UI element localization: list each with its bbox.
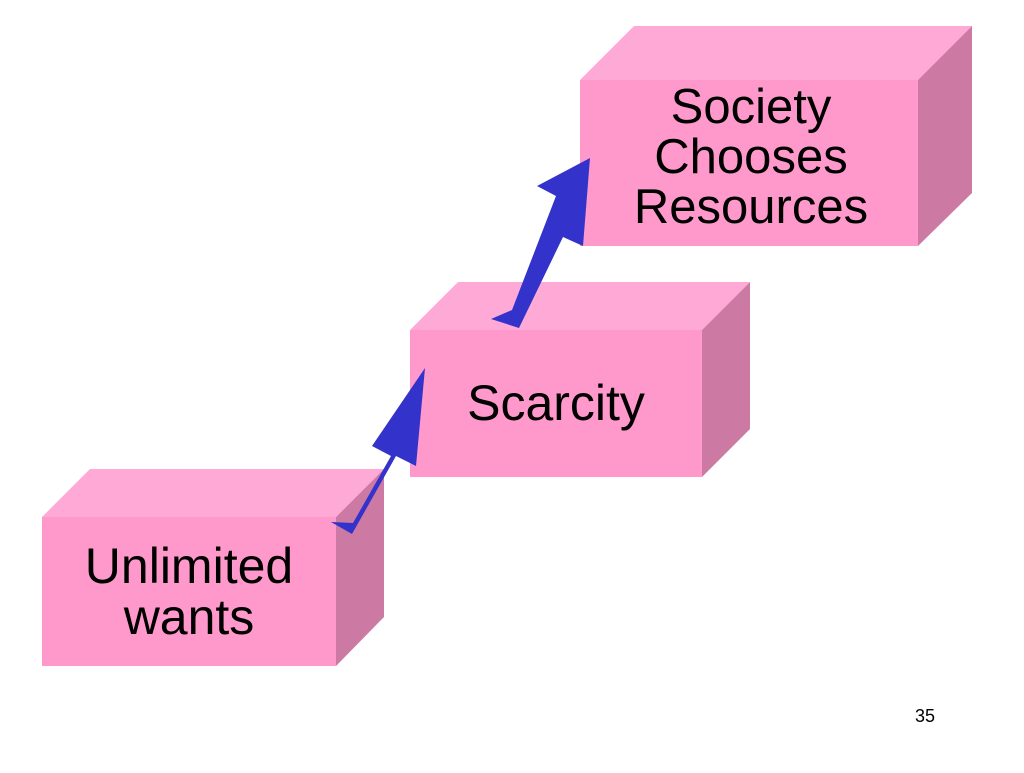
box-top-face [410, 282, 750, 330]
step-label-scarcity: Scarcity [410, 330, 702, 477]
box-front-face [42, 517, 336, 666]
step-label-society-chooses-resources: Society Chooses Resources [580, 70, 918, 246]
box-side-face [918, 26, 972, 246]
box-front-face [580, 80, 918, 246]
step-label-line: Resources [633, 179, 869, 234]
box-top-face [580, 26, 972, 80]
page-number: 35 [914, 706, 936, 726]
step-label-line: wants [123, 588, 255, 645]
step-label-line: Society [670, 80, 832, 135]
box-front-face [410, 330, 702, 477]
step-label-line: Unlimited [84, 537, 294, 594]
step-box-society-chooses-resources [580, 26, 972, 246]
step-label-line: Chooses [654, 130, 848, 185]
box-side-face [702, 282, 750, 477]
arrow-up-right-icon [491, 158, 590, 328]
step-label-line: Scarcity [467, 375, 645, 431]
step-box-scarcity [410, 282, 750, 477]
arrow-up-right-icon [331, 368, 425, 534]
box-side-face [336, 469, 384, 666]
step-label-unlimited-wants: Unlimited wants [42, 517, 336, 666]
box-top-face [42, 469, 384, 517]
step-box-unlimited-wants [42, 469, 384, 666]
